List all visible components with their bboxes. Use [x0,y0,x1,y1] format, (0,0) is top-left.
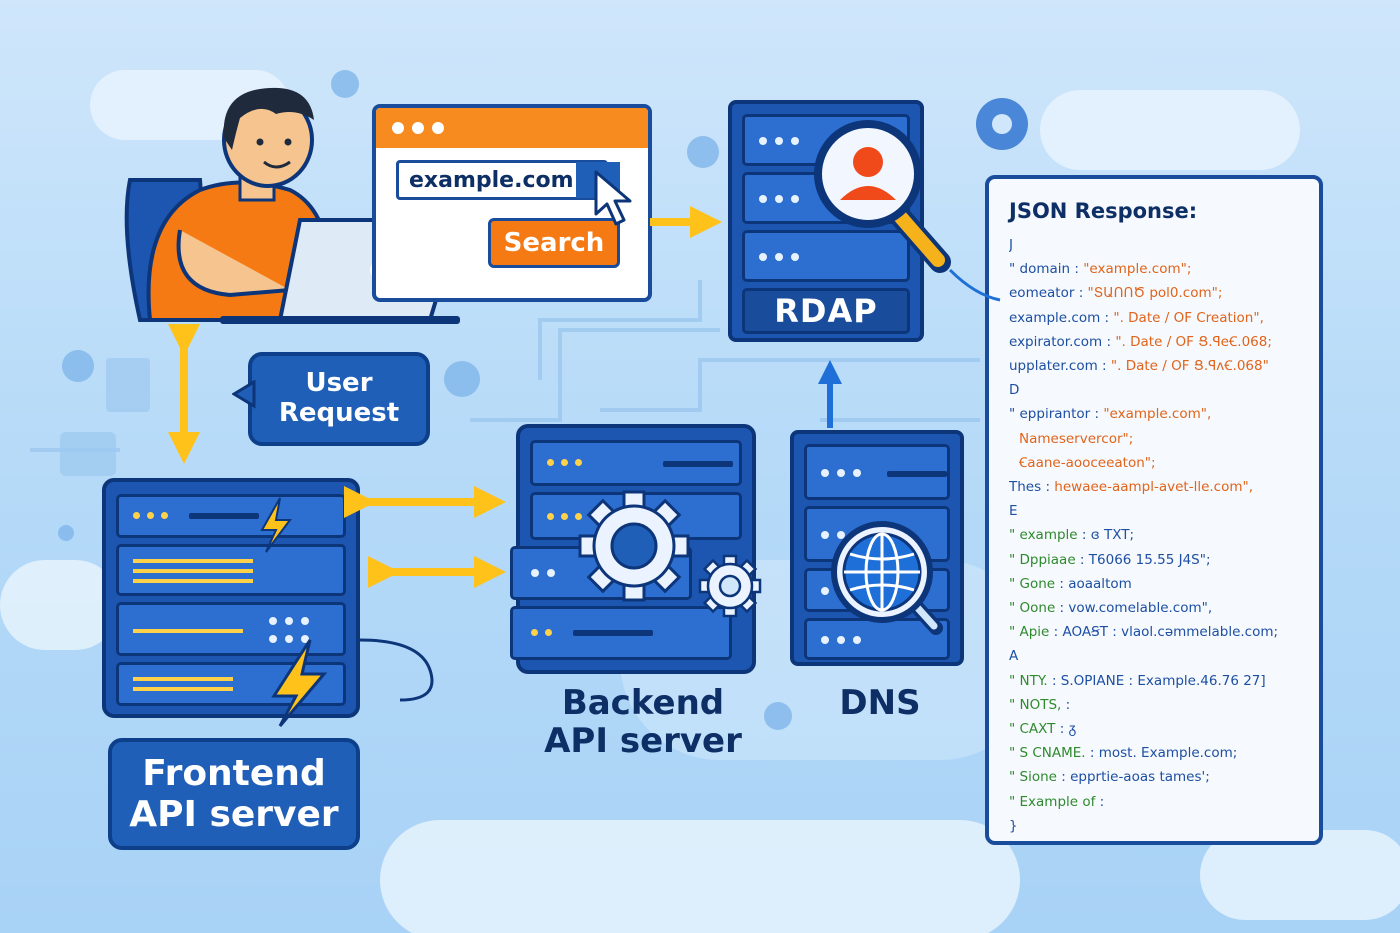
json-line: eomeator : "ՏԱՈՈԾ pol0.com"; [1009,285,1223,302]
user-request-label: User Request [248,352,430,446]
json-line: J [1009,237,1013,253]
connector-rdap-to-json [948,268,1001,302]
cloud-decoration [1040,90,1300,170]
window-dot [432,122,444,134]
callout-pointer [232,380,256,409]
json-panel-title: JSON Response: [1009,199,1198,223]
json-line: upplater.com : ". Date / OF Ց.ꟼʌꞒ.068" [1009,358,1269,375]
connector-frontend-cable [359,638,434,702]
dns-label: DNS [839,683,921,723]
window-dot [392,122,404,134]
json-line: " Example of : [1009,793,1105,810]
lightning-bolt-icon [260,497,328,727]
json-line: " NOTS, : [1009,696,1071,713]
json-line: " Apie : AOAꞨT : vlaol.cəmmelable.com; [1009,624,1279,641]
domain-search-input[interactable]: example.com [396,160,608,200]
browser-title-bar [376,108,648,148]
search-button[interactable]: Search [488,218,620,268]
window-dot [412,122,424,134]
json-line: } [1009,817,1018,834]
backend-api-server-label: Backend API server [544,683,742,762]
json-line: " Sione : epprtie-aoas tames'; [1009,769,1210,786]
json-line: " eppirantor : "example.com", [1009,406,1212,423]
json-line: " domain : "example.com"; [1009,261,1192,278]
rdap-server-rack: RDAP [728,100,924,342]
json-line: " NTY. : S.OPIANE : Example.46.76 27] [1009,672,1266,689]
processing-gears-icon [578,490,762,618]
cloud-decoration [1200,830,1400,920]
json-line: example.com : ". Date / OF Creation", [1009,309,1264,326]
json-line: A [1009,648,1019,665]
json-line: " S CNAME. : most. Example.com; [1009,745,1238,762]
json-line: Nameservercor"; [1019,430,1134,447]
json-line: D [1009,382,1020,399]
json-response-panel: JSON Response: J " domain : "example.com"… [985,175,1323,845]
json-line: " Oone : vow.comelable.com", [1009,600,1213,617]
json-line: expirator.com : ". Date / OF Ց.ꟼeꞒ.068; [1009,333,1272,350]
json-line: " Dppiaae : T6066 15.55 J4S"; [1009,551,1211,568]
json-line: " Gone : aoaaltom [1009,575,1132,592]
json-line: E [1009,503,1018,520]
json-line: Ꞓaane-aooceeaton"; [1019,454,1156,471]
globe-search-icon [831,521,943,635]
dns-server-rack [790,430,964,666]
json-line: " CAXT : ᵹ [1009,721,1077,738]
json-code-block: J " domain : "example.com"; eomeator : "ՏԱ… [1009,233,1307,838]
whois-lookup-magnifier-icon [814,120,951,273]
cloud-decoration [380,820,1020,933]
json-line: " example : ɞ TXT; [1009,527,1135,544]
json-line: Thes : hewaee-aampl-avet-lle.com", [1009,479,1254,496]
mouse-cursor-icon [594,170,632,226]
cloud-decoration [0,560,120,650]
frontend-api-server-label: Frontend API server [108,738,360,850]
rdap-label: RDAP [774,292,878,330]
